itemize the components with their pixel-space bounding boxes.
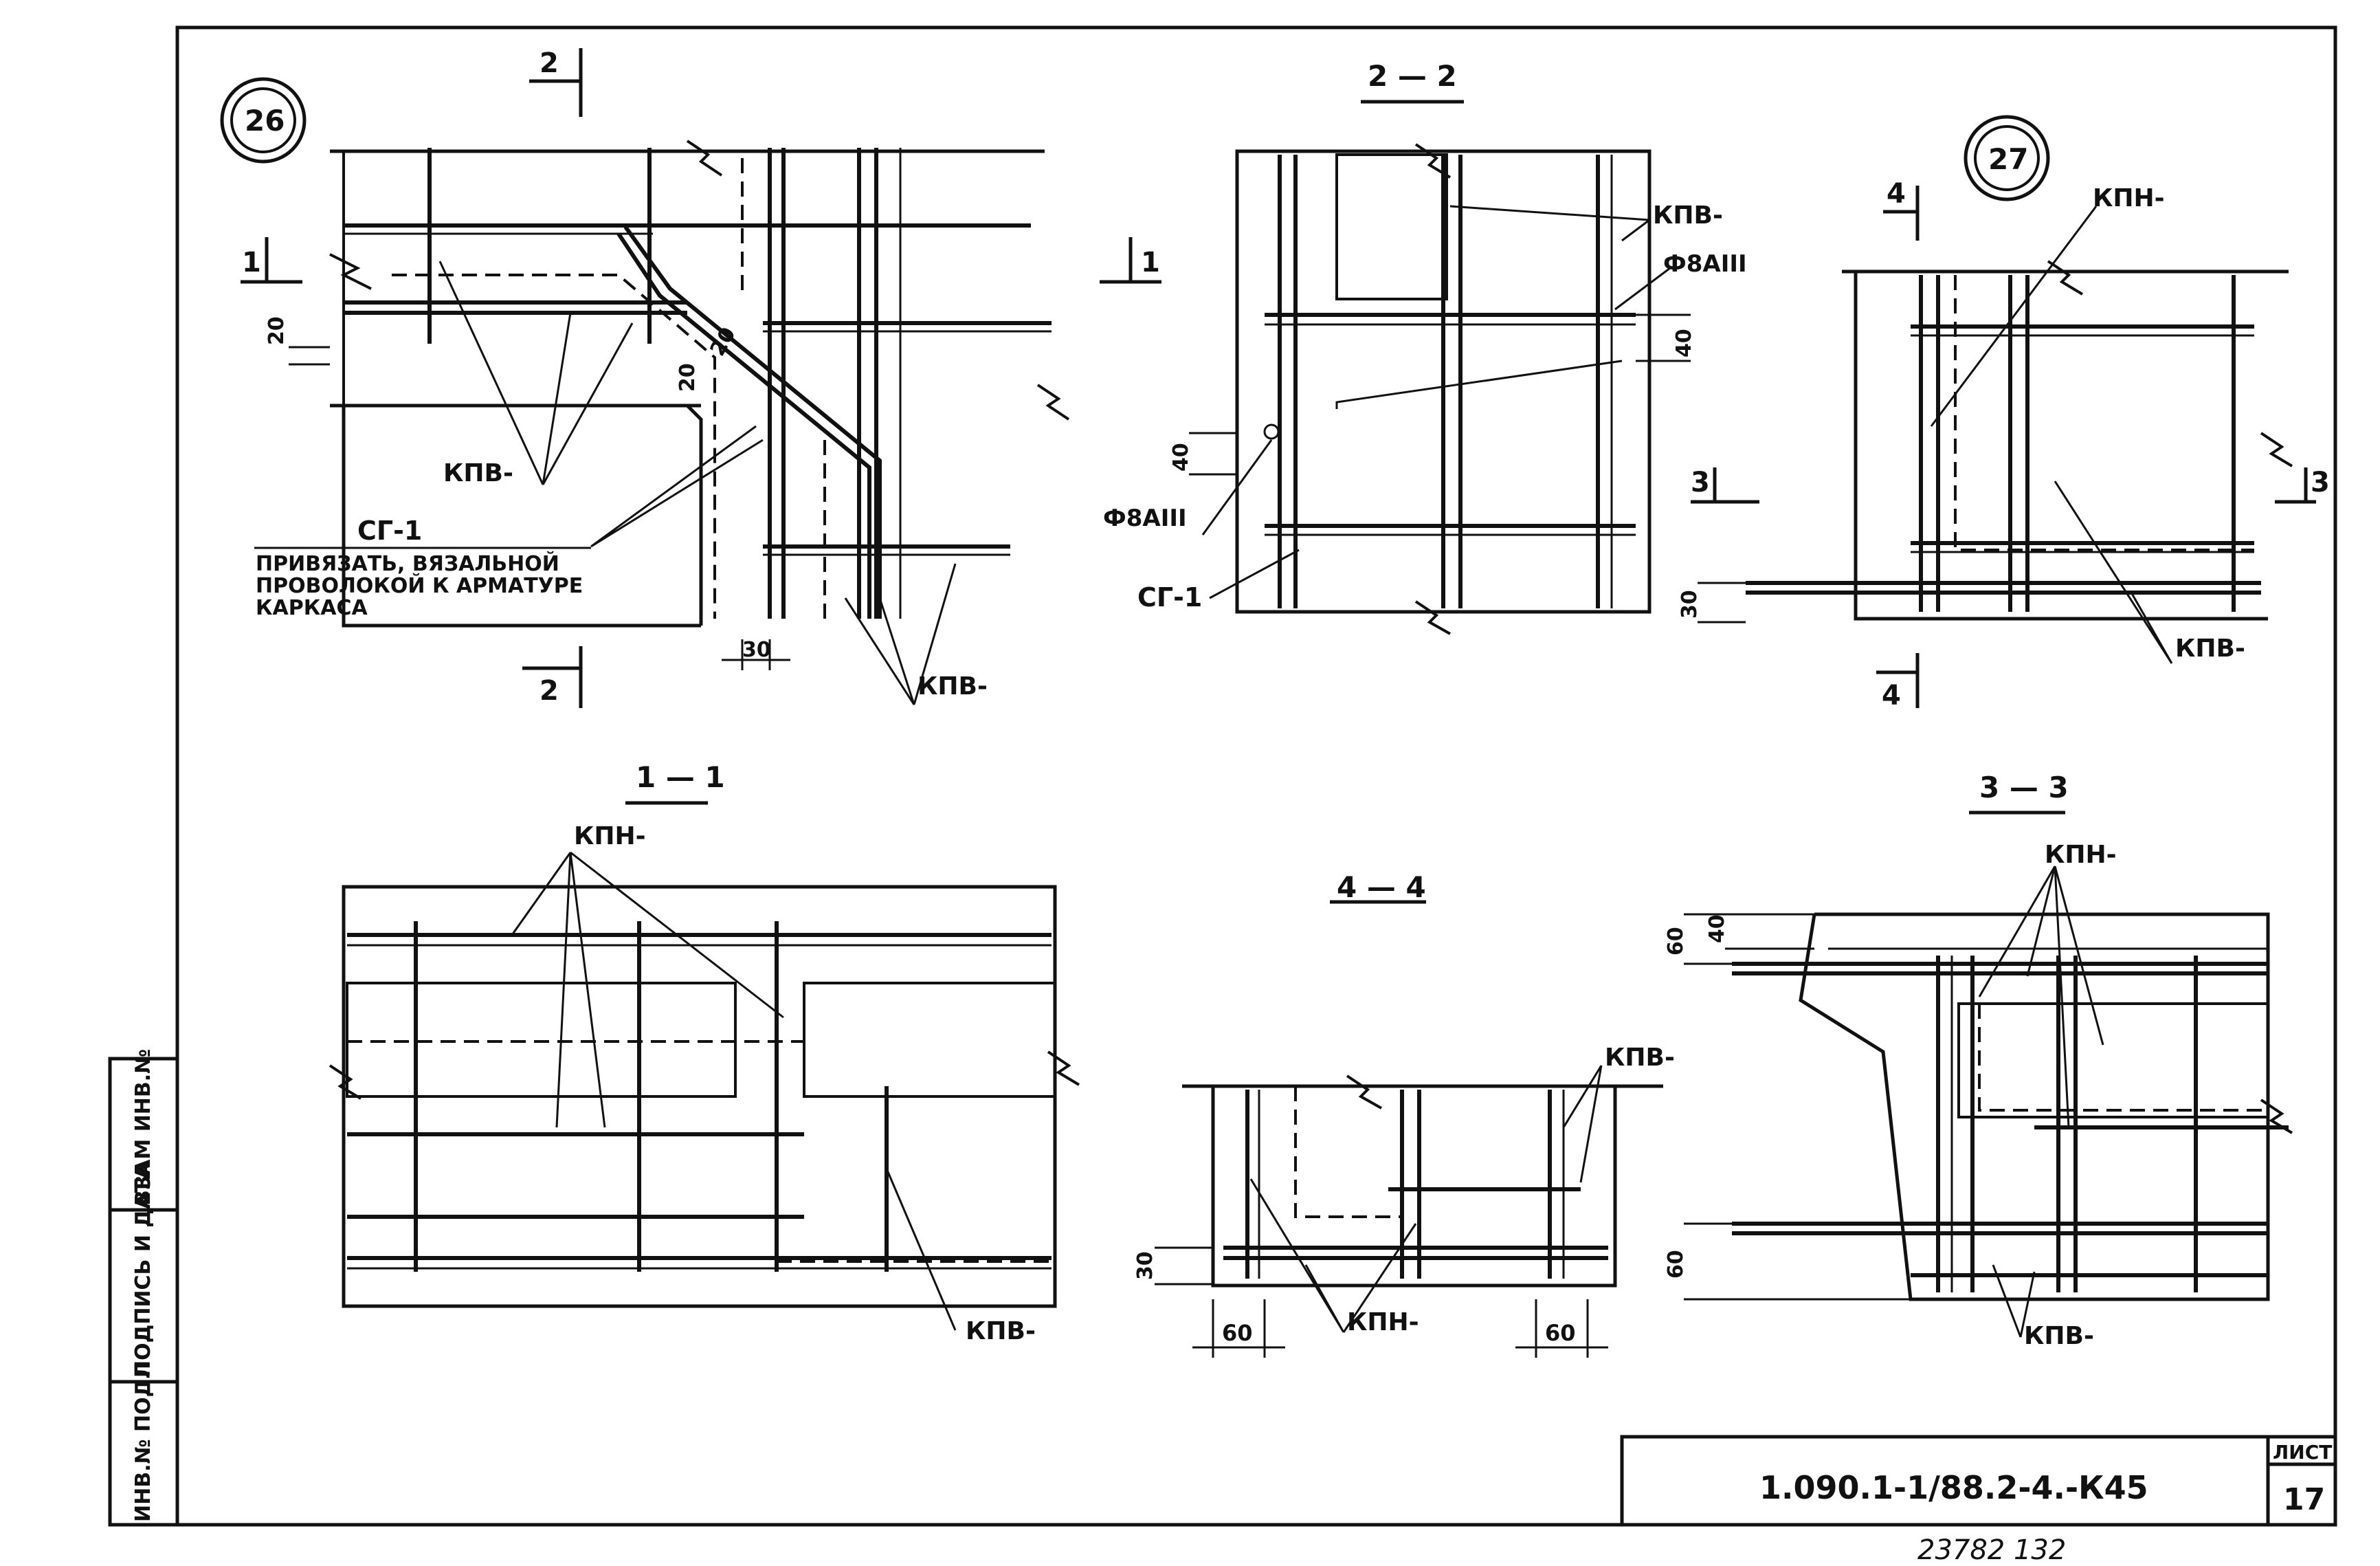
node-26-dim-30: 30 — [742, 638, 771, 662]
node-27-label-kpv: КПВ- — [2175, 635, 2245, 663]
node-27-callout: 27 — [1988, 142, 2028, 176]
node-26-dim-20a: 20 — [265, 316, 289, 345]
section-1-1-title: 1 — 1 — [636, 760, 725, 794]
section-2-2-title: 2 — 2 — [1368, 59, 1457, 93]
section-3-3-label-kpn: КПН- — [2045, 841, 2117, 869]
section-1-1-label-kpn: КПН- — [574, 822, 646, 850]
drawing-code: 1.090.1-1/88.2-4.-К45 — [1759, 1469, 2148, 1506]
section-4-4-title: 4 — 4 — [1337, 870, 1426, 904]
node-27-label-kpn: КПН- — [2093, 184, 2165, 212]
sheet-label: ЛИСТ — [2273, 1441, 2332, 1464]
section-3-3-title: 3 — 3 — [1979, 771, 2069, 804]
section-4-4-label-kpn: КПН- — [1347, 1308, 1419, 1336]
side-stamp-vzam: ВЗАМ ИНВ.№ — [131, 1049, 155, 1206]
node-27-cut-bottom: 4 — [1882, 680, 1901, 712]
node-27-dim-30: 30 — [1678, 590, 1702, 619]
node-26-note-1: ПРИВЯЗАТЬ, ВЯЗАЛЬНОЙ — [256, 551, 559, 576]
section-2-2-dim-40b: 40 — [1169, 443, 1193, 472]
section-2-2-dim-40a: 40 — [1672, 329, 1696, 357]
archive-number: 23782 132 — [1917, 1534, 2066, 1566]
section-4-4-dim-30: 30 — [1133, 1251, 1157, 1280]
section-3-3: 3 — 3 КПН- КПВ- 60 40 60 — [1664, 771, 2293, 1350]
section-2-2-label-sg: СГ-1 — [1137, 582, 1202, 613]
node-27-cut-top: 4 — [1887, 178, 1906, 210]
sheet-number: 17 — [2283, 1482, 2325, 1517]
node-26-label-kpv2: КПВ- — [917, 672, 988, 701]
section-3-3-dim-60b: 60 — [1664, 1250, 1688, 1279]
title-block: 1.090.1-1/88.2-4.-К45 ЛИСТ 17 23782 132 — [1759, 1441, 2332, 1566]
node-26-label-sg: СГ-1 — [357, 516, 422, 546]
node-26-label-kpv1: КПВ- — [443, 459, 513, 487]
node-26-note-3: КАРКАСА — [256, 596, 368, 620]
section-2-2-label-kpv: КПВ- — [1653, 201, 1723, 230]
section-2-2-label-f8-right: Ф8АIII — [1663, 250, 1747, 278]
side-stamp-inv: ИНВ.№ ПОДЛ — [131, 1362, 155, 1522]
node-26-dim-20c: 20 — [706, 323, 741, 360]
node-26: 26 2 — [220, 47, 1161, 708]
section-2-2: 2 — 2 КПВ- Ф8АIII 40 40 Ф8АIII СГ-1 — [1103, 59, 1747, 635]
section-2-2-label-f8-left: Ф8АIII — [1103, 505, 1187, 532]
node-26-note-2: ПРОВОЛОКОЙ К АРМАТУРЕ — [256, 573, 583, 598]
section-1-1-label-kpv: КПВ- — [966, 1317, 1036, 1345]
section-3-3-dim-60a: 60 — [1664, 927, 1688, 956]
section-4-4-label-kpv: КПВ- — [1605, 1044, 1675, 1072]
section-3-3-dim-40: 40 — [1705, 914, 1729, 943]
node-26-dim-20b: 20 — [676, 363, 700, 392]
node-27-cut-right: 3 — [2311, 467, 2330, 498]
section-1-1: 1 — 1 КПН- КПВ- — [329, 760, 1080, 1345]
section-4-4: 4 — 4 КПВ- КПН- 30 60 60 — [1133, 870, 1675, 1358]
sheet-frame — [108, 25, 2337, 1527]
node-26-callout: 26 — [245, 104, 285, 137]
node-26-cut-left: 1 — [242, 247, 261, 278]
node-26-cut-right: 1 — [1141, 247, 1160, 278]
section-3-3-label-kpv: КПВ- — [2024, 1322, 2094, 1350]
section-4-4-dim-60b: 60 — [1545, 1320, 1576, 1346]
side-stamp-sign: ПОДПИСЬ И ДАТА — [131, 1162, 155, 1378]
node-26-cut-bottom: 2 — [540, 675, 559, 707]
section-4-4-dim-60a: 60 — [1222, 1320, 1253, 1346]
node-26-cut-top: 2 — [540, 47, 559, 79]
node-27-cut-left: 3 — [1691, 467, 1710, 498]
side-stamp: ИНВ.№ ПОДЛ ПОДПИСЬ И ДАТА ВЗАМ ИНВ.№ — [131, 1049, 155, 1522]
node-27: 27 4 4 3 3 30 КПН- КПВ- — [1678, 115, 2330, 712]
